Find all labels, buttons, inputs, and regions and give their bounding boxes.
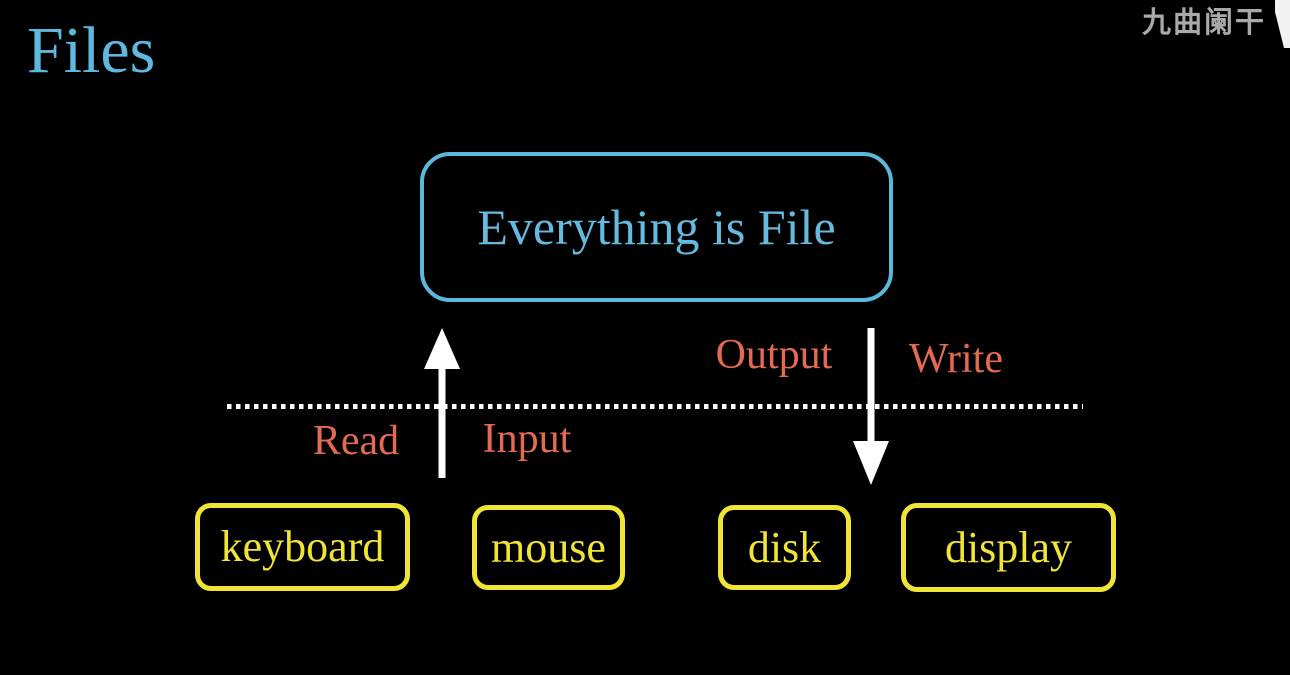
everything-is-file-box: Everything is File	[420, 152, 893, 302]
device-box-mouse: mouse	[472, 505, 625, 590]
read-label: Read	[312, 418, 400, 464]
edge-text-fragment-glyph: E	[0, 2, 1, 24]
read-input-up-arrow-icon	[424, 328, 460, 478]
device-label-mouse: mouse	[491, 522, 606, 572]
device-label-keyboard: keyboard	[220, 522, 385, 571]
boundary-dotted-line	[227, 404, 1083, 409]
device-label-disk: disk	[747, 522, 822, 572]
watermark-logo-icon	[1275, 0, 1290, 48]
input-label: Input	[482, 416, 572, 462]
edge-text-fragment: E	[0, 2, 9, 26]
watermark-text: 九曲阑干	[1142, 7, 1267, 39]
write-label: Write	[909, 336, 1003, 382]
device-box-display: display	[901, 503, 1116, 592]
output-label: Output	[715, 332, 833, 378]
output-write-down-arrow-icon	[853, 328, 889, 485]
device-box-disk: disk	[718, 505, 851, 590]
device-box-keyboard: keyboard	[195, 503, 410, 591]
device-label-display: display	[944, 522, 1073, 572]
page-title: Files	[27, 14, 156, 87]
everything-is-file-label: Everything is File	[477, 199, 836, 255]
